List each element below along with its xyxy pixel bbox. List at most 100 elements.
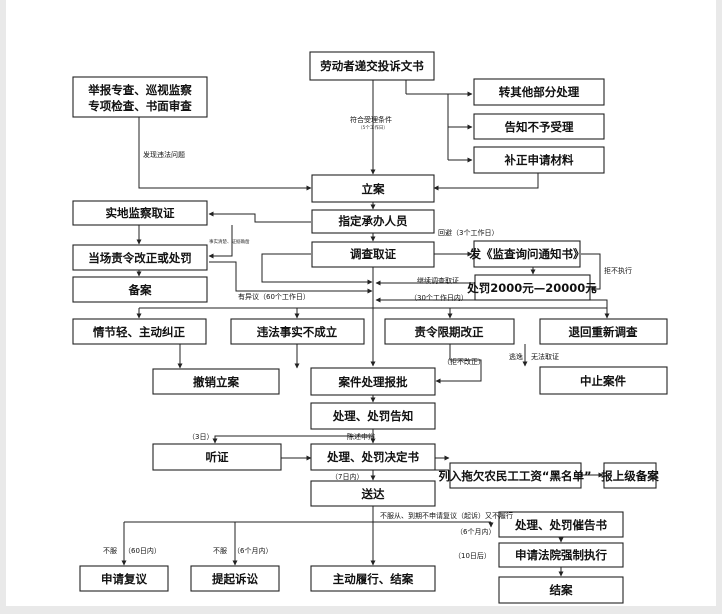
svg-text:补正申请材料: 补正申请材料 [504,153,574,167]
box-inspection: 举报专查、巡视监察 专项检查、书面审查 [72,76,208,118]
box-decision: 处理、处罚决定书 [310,443,436,471]
svg-text:处罚2000元—20000元: 处罚2000元—20000元 [466,281,597,295]
box-lawsuit: 提起诉讼 [190,565,280,592]
connectors [121,80,610,577]
svg-text:责令限期改正: 责令限期改正 [415,325,484,339]
box-suspend: 中止案件 [539,366,668,395]
box-supplement: 补正申请材料 [473,146,605,174]
arrow-refuse-exec [581,253,601,292]
arrow-refuse-correct [435,344,482,384]
svg-text:指定承办人员: 指定承办人员 [339,214,408,228]
label-continue-invest: 继续调查取证 [417,276,459,285]
svg-text:主动履行、结案: 主动履行、结案 [333,572,414,586]
label-clear-facts: 事实清楚、证据确凿 [209,238,250,245]
arrow-inspection-register [138,117,312,191]
edge-labels: 符合受理条件 （5个工作日） 发现违法问题 事实清楚、证据确凿 回避（3个工作日… [103,115,632,560]
svg-text:处理、处罚催告书: 处理、处罚催告书 [514,518,607,532]
label-days7: （7日内） [331,472,363,481]
svg-text:举报专查、巡视监察: 举报专查、巡视监察 [87,83,192,97]
svg-text:撤销立案: 撤销立案 [193,375,239,389]
box-notify-reject: 告知不予受理 [473,113,605,140]
arrow-to-hearing [212,435,373,444]
labor-complaint-flowchart: 劳动者递交投诉文书 举报专查、巡视监察 专项检查、书面审查 转其他部分处理 告知… [72,51,668,604]
label-not-accept-2: 不服 [213,547,227,555]
label-months6-left: （6个月内） [233,546,272,555]
label-statement: 陈述申辩 [347,432,375,441]
flowchart-paper: 劳动者递交投诉文书 举报专查、巡视监察 专项检查、书面审查 转其他部分处理 告知… [6,0,716,606]
arrow-assign-onsite [208,211,311,223]
arrow-reinvestigate-loop [375,297,608,318]
box-complaint: 劳动者递交投诉文书 [309,51,435,81]
label-found-violation: 发现违法问题 [143,150,185,159]
svg-text:结案: 结案 [549,583,573,597]
svg-text:情节轻、主动纠正: 情节轻、主动纠正 [92,325,185,339]
box-investigate: 调查取证 [311,241,435,268]
svg-text:调查取证: 调查取证 [350,247,396,261]
svg-text:报上级备案: 报上级备案 [601,469,659,483]
label-no-evidence: 无法取证 [531,352,559,361]
svg-text:违法事实不成立: 违法事实不成立 [257,325,338,339]
box-order-correct: 当场责令改正或处罚 [72,244,208,271]
box-hearing: 听证 [152,443,282,471]
svg-text:退回重新调查: 退回重新调查 [569,325,638,339]
box-close: 结案 [498,576,624,604]
svg-text:申请法院强制执行: 申请法院强制执行 [515,548,607,562]
arrow-clear-facts [208,225,233,259]
box-blacklist: 列入拖欠农民工工资“黑名单” [438,462,592,489]
svg-text:备案: 备案 [128,283,152,297]
box-not-established: 违法事实不成立 [230,318,365,345]
box-fine: 处罚2000元—20000元 [466,274,597,301]
box-register: 立案 [311,174,435,203]
box-urge: 处理、处罚催告书 [498,511,624,538]
box-reconsider: 申请复议 [79,565,169,592]
svg-text:申请复议: 申请复议 [101,572,147,586]
svg-text:列入拖欠农民工工资“黑名单”: 列入拖欠农民工工资“黑名单” [438,469,591,483]
box-fulfill: 主动履行、结案 [310,565,436,592]
svg-text:劳动者递交投诉文书: 劳动者递交投诉文书 [320,59,424,73]
label-days60: （60日内） [124,546,161,555]
box-deadline-correct: 责令限期改正 [384,318,515,345]
label-not-accept-1: 不服 [103,547,117,555]
box-pre-notice: 处理、处罚告知 [310,402,436,430]
label-months6-right: （6个月内） [456,527,495,536]
label-days30: （30个工作日内） [410,293,468,302]
arrow-supplement-register [433,173,539,191]
label-refuse-exec: 拒不执行 [604,266,632,275]
svg-text:立案: 立案 [362,182,385,196]
svg-text:听证: 听证 [206,450,229,464]
box-transfer: 转其他部分处理 [473,78,605,106]
box-reinvestigate: 退回重新调查 [539,318,668,345]
box-revoke: 撤销立案 [152,368,280,395]
svg-text:发《监查询问通知书》: 发《监查询问通知书》 [469,247,585,261]
box-serve: 送达 [310,480,436,507]
box-assign: 指定承办人员 [311,209,435,234]
svg-text:送达: 送达 [361,487,385,501]
box-onsite: 实地监察取证 [72,200,208,226]
svg-text:处理、处罚告知: 处理、处罚告知 [332,409,414,423]
box-approve: 案件处理报批 [310,367,436,396]
box-inquiry-notice: 发《监查询问通知书》 [469,240,585,268]
label-objection: 有异议（60个工作日） [238,292,310,301]
label-not-comply: 不服从、到期不申请复议（起诉）又不履行 [380,511,513,520]
svg-text:专项检查、书面审查: 专项检查、书面审查 [88,99,192,113]
arrow-investigate-loop [261,253,373,285]
svg-text:处理、处罚决定书: 处理、处罚决定书 [326,450,419,464]
svg-text:告知不予受理: 告知不予受理 [505,120,574,134]
label-escape: 逃逸 [509,352,523,361]
arrow-objection [209,261,373,294]
box-record: 备案 [72,276,208,303]
svg-text:当场责令改正或处罚: 当场责令改正或处罚 [88,251,192,265]
svg-text:中止案件: 中止案件 [580,374,626,388]
svg-text:案件处理报批: 案件处理报批 [338,375,408,389]
label-accept-cond: 符合受理条件 [350,115,392,124]
box-enforce: 申请法院强制执行 [498,542,624,568]
svg-text:实地监察取证: 实地监察取证 [106,206,175,220]
svg-text:转其他部分处理: 转其他部分处理 [499,85,580,99]
svg-text:提起诉讼: 提起诉讼 [212,572,258,586]
box-report-up: 报上级备案 [601,462,659,489]
box-minor: 情节轻、主动纠正 [72,318,207,345]
label-days10: （10日后） [454,551,491,560]
label-days3: （3日） [188,433,213,441]
label-reply: 回避（3个工作日） [438,228,498,237]
label-refuse-correct: （拒不改正） [443,357,485,366]
